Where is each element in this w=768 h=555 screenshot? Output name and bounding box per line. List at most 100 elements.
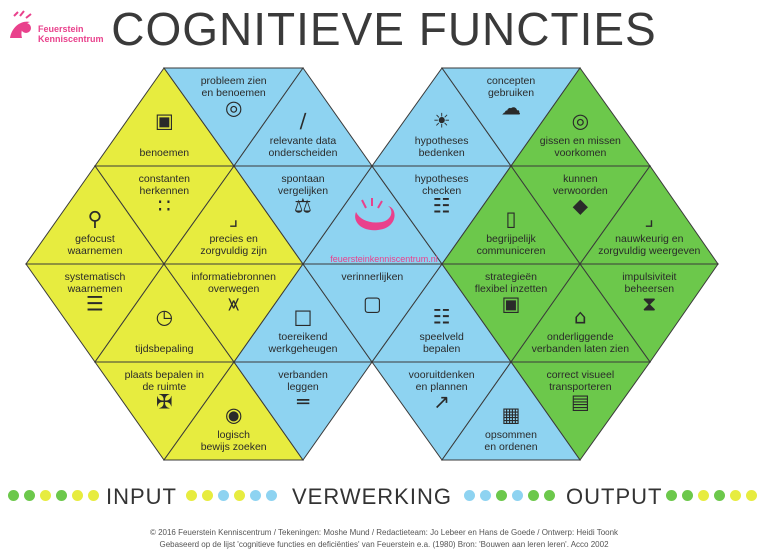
center-website-label: feuersteinkenniscentrum.nl: [330, 254, 438, 264]
credits-line-2: Gebaseerd op de lijst 'cognitieve functi…: [159, 540, 609, 549]
stack-icon: ☰: [86, 292, 104, 316]
checklist-icon: ☷: [433, 194, 451, 218]
forklift-icon: ▤: [571, 390, 590, 414]
center-logo: feuersteinkenniscentrum.nl: [330, 198, 438, 264]
triangle-label: constanten: [139, 173, 191, 185]
triangle-label: speelveld: [419, 331, 464, 343]
triangle-label: verbanden: [278, 369, 328, 381]
triangle-label: beheersen: [625, 283, 675, 295]
triangle-label: toereikend: [278, 331, 327, 343]
house-icon: ⌂: [574, 304, 587, 328]
triangle-label: impulsiviteit: [622, 271, 676, 283]
logo-line1: Feuerstein: [38, 24, 84, 34]
legend-dot: [202, 490, 213, 501]
triangle-label: de ruimte: [142, 381, 186, 393]
legend-dot: [682, 490, 693, 501]
pen-icon: ∕: [300, 108, 307, 132]
triangle-label: gissen en missen: [540, 135, 621, 147]
legend-input-label: INPUT: [106, 484, 177, 509]
triangle-label: communiceren: [477, 245, 546, 257]
triangle-label: en benoemen: [202, 87, 266, 99]
triangle-label: concepten: [487, 75, 536, 87]
triangle-label: verbanden laten zien: [532, 343, 630, 355]
target-icon: ◎: [572, 108, 589, 132]
phone-icon: ▯: [505, 206, 516, 230]
legend-dot: [88, 490, 99, 501]
triangle-label: relevante data: [270, 135, 337, 147]
logo-line2: Kenniscentrum: [38, 34, 104, 44]
triangle-label: herkennen: [140, 185, 190, 197]
briefcase-icon: ▣: [155, 108, 174, 132]
triangle-label: logisch: [217, 429, 250, 441]
triangle-label: leggen: [287, 381, 319, 393]
triangle-label: hypotheses: [415, 135, 469, 147]
triangle-label: precies en: [209, 233, 258, 245]
triangle-label: zorgvuldig zijn: [200, 245, 267, 257]
triangle-label: zorgvuldig weergeven: [598, 245, 700, 257]
triangle-label: hypotheses: [415, 173, 469, 185]
triangle-label: plaats bepalen in: [125, 369, 205, 381]
legend-dot: [528, 490, 539, 501]
triangle-shape: [441, 361, 581, 461]
triangle-label: werkgeheugen: [268, 343, 338, 355]
triangle-shape: [233, 361, 373, 461]
square-ruler-icon: ⌟: [645, 206, 654, 230]
legend-dot: [666, 490, 677, 501]
link-icon: ═: [296, 390, 310, 414]
legend-dot: [186, 490, 197, 501]
legend-dot: [480, 490, 491, 501]
ruler-icon: ⌟: [229, 206, 238, 230]
triangle-label: begrijpelijk: [486, 233, 536, 245]
feuerstein-logo: Feuerstein Kenniscentrum: [4, 8, 104, 48]
triangle-label: benoemen: [140, 147, 190, 159]
logo-figure-icon: [10, 10, 32, 38]
logo-text: Feuerstein Kenniscentrum: [38, 24, 104, 44]
legend-dot: [218, 490, 229, 501]
legend-dot: [496, 490, 507, 501]
calculator-icon: ▦: [502, 402, 521, 426]
legend-processing-label: VERWERKING: [292, 484, 452, 509]
triangle-label: checken: [422, 185, 461, 197]
triangle-label: en ordenen: [484, 441, 537, 453]
scale-icon: ⚖: [294, 194, 312, 218]
triangle-label: vergelijken: [278, 185, 328, 197]
legend-dot: [250, 490, 261, 501]
triangle-label: correct visueel: [546, 369, 614, 381]
clock-icon: ◷: [156, 304, 173, 328]
legend-dot: [266, 490, 277, 501]
triangle-label: probleem zien: [201, 75, 267, 87]
legend-dot: [8, 490, 19, 501]
triangle-label: gefocust: [75, 233, 115, 245]
triangle-label: waarnemen: [67, 245, 123, 257]
branch-icon: ⩙: [228, 292, 239, 316]
credits-line-1: © 2016 Feuerstein Kenniscentrum / Tekeni…: [149, 528, 619, 537]
legend-dot: [544, 490, 555, 501]
triangle-label: nauwkeurig en: [615, 233, 683, 245]
triangle-label: spontaan: [281, 173, 324, 185]
flow-icon: ☷: [433, 304, 451, 328]
triangle-label: overwegen: [208, 283, 260, 295]
triangle-label: verinnerlijken: [341, 271, 403, 283]
triangle-label: bedenken: [419, 147, 465, 159]
cloud-icon: ☁: [501, 96, 521, 120]
triangle-label: opsommen: [485, 429, 537, 441]
legend-dot: [464, 490, 475, 501]
legend-dot: [24, 490, 35, 501]
arrow-icon: ↗: [433, 390, 450, 414]
triangle-label: gebruiken: [488, 87, 534, 99]
triangle-label: strategieën: [485, 271, 537, 283]
speaker-icon: ◆: [573, 194, 589, 218]
triangle-label: en plannen: [416, 381, 468, 393]
